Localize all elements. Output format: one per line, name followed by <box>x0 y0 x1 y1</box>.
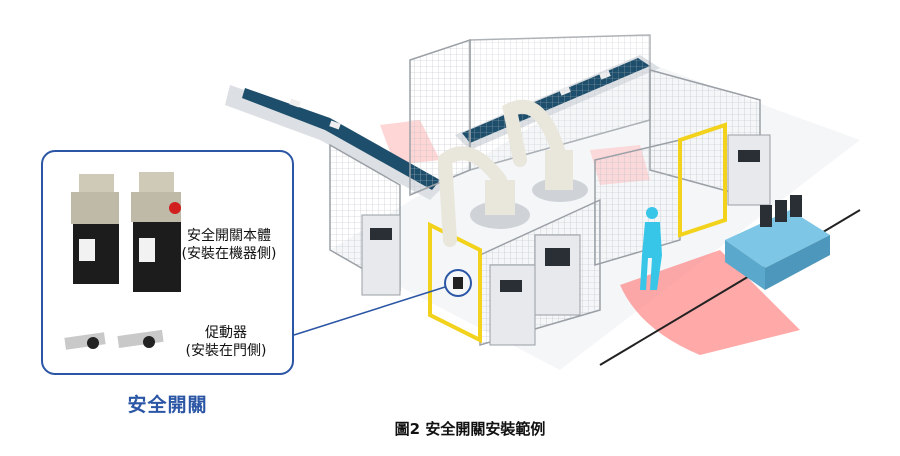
control-cabinet <box>361 134 771 346</box>
guard-door <box>428 122 727 344</box>
agv-icon <box>725 195 830 290</box>
actuator-label: 促動器 (安裝在門側) <box>161 324 291 360</box>
callout-title: 安全開關 <box>127 394 208 416</box>
callout-pointer <box>293 269 472 336</box>
actuator-label-line2: (安裝在門側) <box>185 343 267 359</box>
safety-switch-icon <box>71 172 181 292</box>
figure-caption: 圖2 安全開關安裝範例 <box>394 420 546 438</box>
actuator-label-line1: 促動器 <box>205 325 247 341</box>
switch-body-label-line1: 安全開關本體 <box>187 228 271 244</box>
operator-icon <box>640 207 662 290</box>
safety-switch-callout: 安全開關本體 (安裝在機器側) 促動器 (安裝在門側) <box>41 150 294 375</box>
switch-body-label-line2: (安裝在機器側) <box>181 246 277 262</box>
switch-body-label: 安全開關本體 (安裝在機器側) <box>169 227 289 263</box>
robot-arm-icon <box>437 99 588 247</box>
actuator-icon <box>64 329 164 350</box>
